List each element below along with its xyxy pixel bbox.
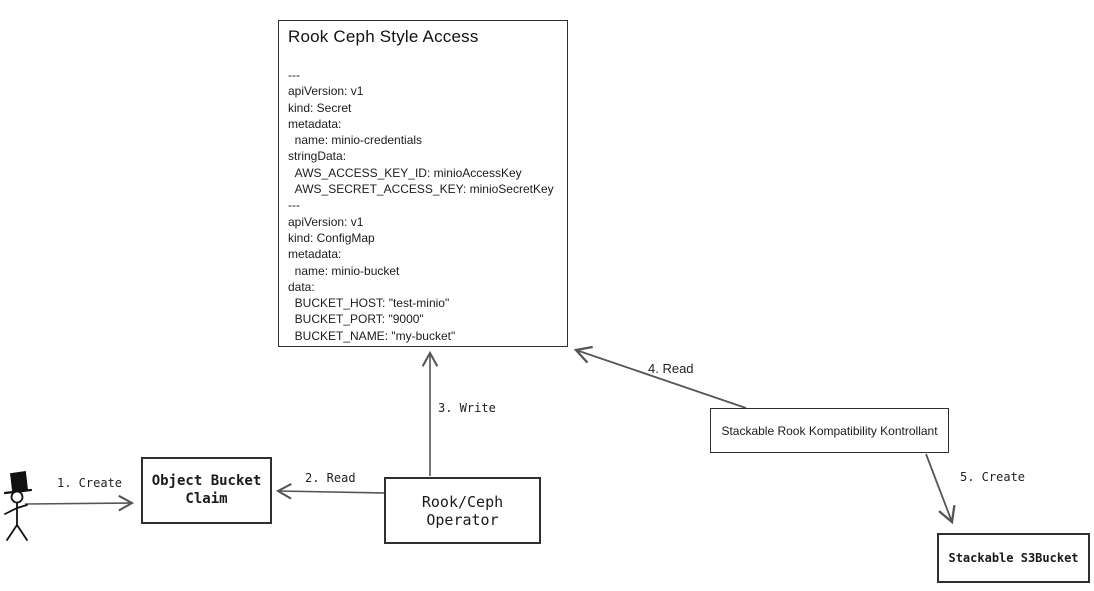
arrow-2-read-icon <box>275 483 385 500</box>
node-rook-ceph-operator: Rook/Ceph Operator <box>384 477 541 544</box>
edge-label-5-create: 5. Create <box>960 470 1026 484</box>
yaml-manifest-text: --- apiVersion: v1 kind: Secret metadata… <box>288 68 554 343</box>
arrow-1-create-icon <box>24 494 135 512</box>
node-label-stackable-kontrollant: Stackable Rook Kompatibility Kontrollant <box>721 423 938 438</box>
node-stackable-s3bucket: Stackable S3Bucket <box>937 533 1090 583</box>
edge-label-4-read: 4. Read <box>648 361 694 376</box>
node-title-rook-ceph-style-access: Rook Ceph Style Access <box>288 27 479 46</box>
edge-label-3-write: 3. Write <box>438 401 496 415</box>
arrow-4-read-icon <box>573 345 747 409</box>
stick-figure-icon <box>3 470 33 541</box>
node-rook-ceph-style-access: Rook Ceph Style Access --- apiVersion: v… <box>278 20 568 347</box>
node-object-bucket-claim: Object Bucket Claim <box>141 457 272 524</box>
edge-label-1-create: 1. Create <box>57 476 123 490</box>
arrow-5-create-icon <box>925 453 956 525</box>
node-stackable-kontrollant: Stackable Rook Kompatibility Kontrollant <box>710 408 949 453</box>
node-label-stackable-s3bucket: Stackable S3Bucket <box>948 551 1079 565</box>
node-label-object-bucket-claim: Object Bucket Claim <box>151 473 262 507</box>
edge-label-2-read: 2. Read <box>305 471 356 485</box>
node-label-rook-ceph-operator: Rook/Ceph Operator <box>421 492 504 529</box>
